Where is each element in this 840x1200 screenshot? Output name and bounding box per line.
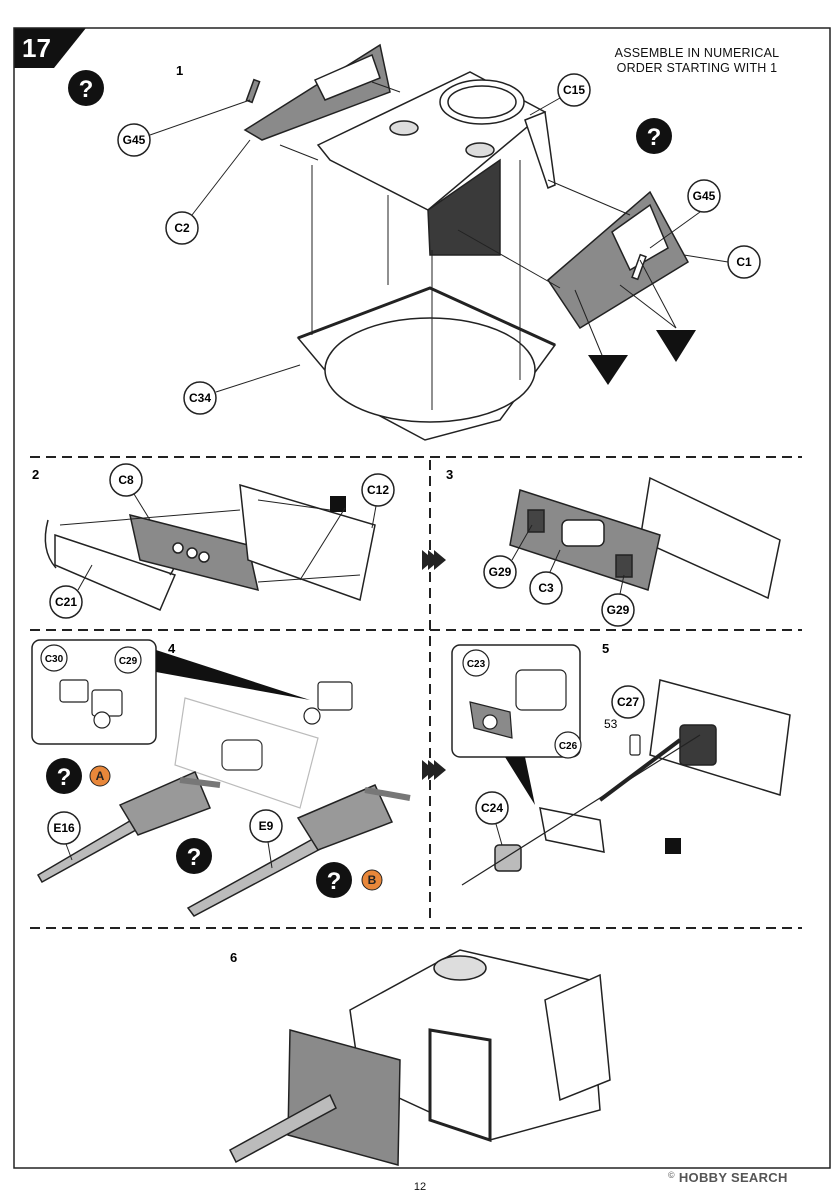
watermark-copyright: © bbox=[668, 1170, 675, 1180]
gun-barrel-e9 bbox=[186, 784, 411, 917]
svg-text:C24: C24 bbox=[481, 801, 503, 815]
question-mark-icon: ? bbox=[68, 70, 104, 106]
barrel-rod-5 bbox=[598, 738, 682, 802]
part-c27 bbox=[629, 734, 641, 756]
mantlet-ghost-4 bbox=[174, 697, 319, 809]
guide-line-5 bbox=[461, 734, 701, 886]
svg-text:?: ? bbox=[79, 76, 94, 103]
callout-c26: C26 bbox=[554, 731, 582, 759]
guide-lines-2 bbox=[59, 499, 361, 583]
callout-c2: C2 bbox=[165, 211, 199, 245]
svg-text:G29: G29 bbox=[489, 565, 512, 579]
svg-text:G29: G29 bbox=[607, 603, 630, 617]
svg-text:C1: C1 bbox=[736, 255, 752, 269]
page-number: 12 bbox=[413, 1181, 427, 1193]
coax-part-4 bbox=[303, 681, 353, 725]
detail-parts-5 bbox=[469, 669, 567, 739]
svg-text:C3: C3 bbox=[538, 581, 554, 595]
svg-text:?: ? bbox=[57, 764, 72, 791]
marker-square-2 bbox=[330, 496, 346, 512]
watermark-text: HOBBY SEARCH bbox=[678, 1170, 788, 1185]
step-number-3: 3 bbox=[446, 467, 453, 482]
svg-text:?: ? bbox=[327, 868, 342, 895]
svg-text:C29: C29 bbox=[119, 656, 138, 667]
arrow-triangles-1 bbox=[588, 330, 696, 385]
callout-c27: C27 bbox=[611, 685, 645, 719]
svg-text:B: B bbox=[368, 873, 377, 887]
hatch-panel-c2 bbox=[243, 43, 391, 141]
callout-g45-b: G45 bbox=[687, 179, 721, 213]
svg-text:C21: C21 bbox=[55, 595, 77, 609]
callout-c8: C8 bbox=[109, 463, 143, 497]
callout-e16: E16 bbox=[47, 811, 81, 845]
flow-arrow-4-5 bbox=[422, 760, 446, 780]
bracket-c12 bbox=[239, 483, 376, 601]
detail-pointer-4 bbox=[156, 650, 310, 700]
question-mark-icon: ? bbox=[636, 118, 672, 154]
turret-final-6 bbox=[349, 949, 611, 1143]
svg-text:E9: E9 bbox=[259, 819, 274, 833]
part-number-53: 53 bbox=[604, 717, 618, 731]
question-mark-icon: ? bbox=[46, 758, 82, 794]
callout-c34: C34 bbox=[183, 381, 217, 415]
gun-barrel-e16 bbox=[36, 771, 221, 884]
svg-text:?: ? bbox=[187, 844, 202, 871]
question-mark-icon: ? bbox=[316, 862, 352, 898]
svg-text:C23: C23 bbox=[467, 659, 486, 670]
step-badge: 17 bbox=[14, 28, 86, 68]
callout-c3: C3 bbox=[529, 571, 563, 605]
turret-ring-c34 bbox=[296, 286, 557, 441]
callout-c12: C12 bbox=[361, 473, 395, 507]
mantlet-c8 bbox=[129, 513, 259, 592]
option-a-badge: A bbox=[89, 765, 111, 787]
flow-arrow-2-3 bbox=[422, 550, 446, 570]
callout-c30: C30 bbox=[40, 644, 68, 672]
svg-text:C34: C34 bbox=[189, 391, 211, 405]
turret-roof bbox=[316, 71, 556, 256]
marker-square-5 bbox=[665, 838, 681, 854]
svg-text:G45: G45 bbox=[123, 133, 146, 147]
callout-c15: C15 bbox=[557, 73, 591, 107]
mantlet-final-6 bbox=[229, 1029, 401, 1166]
callout-c1: C1 bbox=[727, 245, 761, 279]
svg-text:A: A bbox=[96, 769, 105, 783]
svg-text:?: ? bbox=[647, 124, 662, 151]
watermark: © HOBBY SEARCH bbox=[668, 1170, 788, 1185]
callout-g29-b: G29 bbox=[601, 593, 635, 627]
step-number-6: 6 bbox=[230, 950, 237, 965]
hatch-panel-c1 bbox=[547, 190, 689, 330]
svg-text:E16: E16 bbox=[53, 821, 75, 835]
mantlet-assembly-5 bbox=[649, 679, 791, 796]
step-number-2: 2 bbox=[32, 467, 39, 482]
callout-g45-a: G45 bbox=[117, 123, 151, 157]
step-number-5: 5 bbox=[602, 641, 609, 656]
question-mark-icon: ? bbox=[176, 838, 212, 874]
svg-text:C26: C26 bbox=[559, 741, 578, 752]
detail-pointer-5 bbox=[505, 757, 535, 805]
assembly-instruction: ASSEMBLE IN NUMERICAL ORDER STARTING WIT… bbox=[614, 46, 780, 75]
detail-parts-4 bbox=[59, 679, 123, 729]
barrel-c24 bbox=[494, 807, 605, 872]
svg-text:C15: C15 bbox=[563, 83, 585, 97]
mantlet-assembly-step3 bbox=[509, 476, 781, 600]
svg-text:C2: C2 bbox=[174, 221, 190, 235]
callout-c29: C29 bbox=[114, 646, 142, 674]
svg-text:C27: C27 bbox=[617, 695, 639, 709]
step-number-1: 1 bbox=[176, 63, 183, 78]
option-b-badge: B bbox=[361, 869, 383, 891]
svg-text:C8: C8 bbox=[118, 473, 134, 487]
step-badge-number: 17 bbox=[22, 33, 51, 63]
guide-lines-1 bbox=[279, 81, 677, 410]
callout-e9: E9 bbox=[249, 809, 283, 843]
step-number-4: 4 bbox=[168, 641, 176, 656]
svg-text:C30: C30 bbox=[45, 654, 64, 665]
svg-text:C12: C12 bbox=[367, 483, 389, 497]
svg-text:G45: G45 bbox=[693, 189, 716, 203]
callout-c21: C21 bbox=[49, 585, 83, 619]
callout-g29-a: G29 bbox=[483, 555, 517, 589]
callout-c24: C24 bbox=[475, 791, 509, 825]
callout-c23: C23 bbox=[462, 649, 490, 677]
page-frame bbox=[13, 27, 831, 1169]
